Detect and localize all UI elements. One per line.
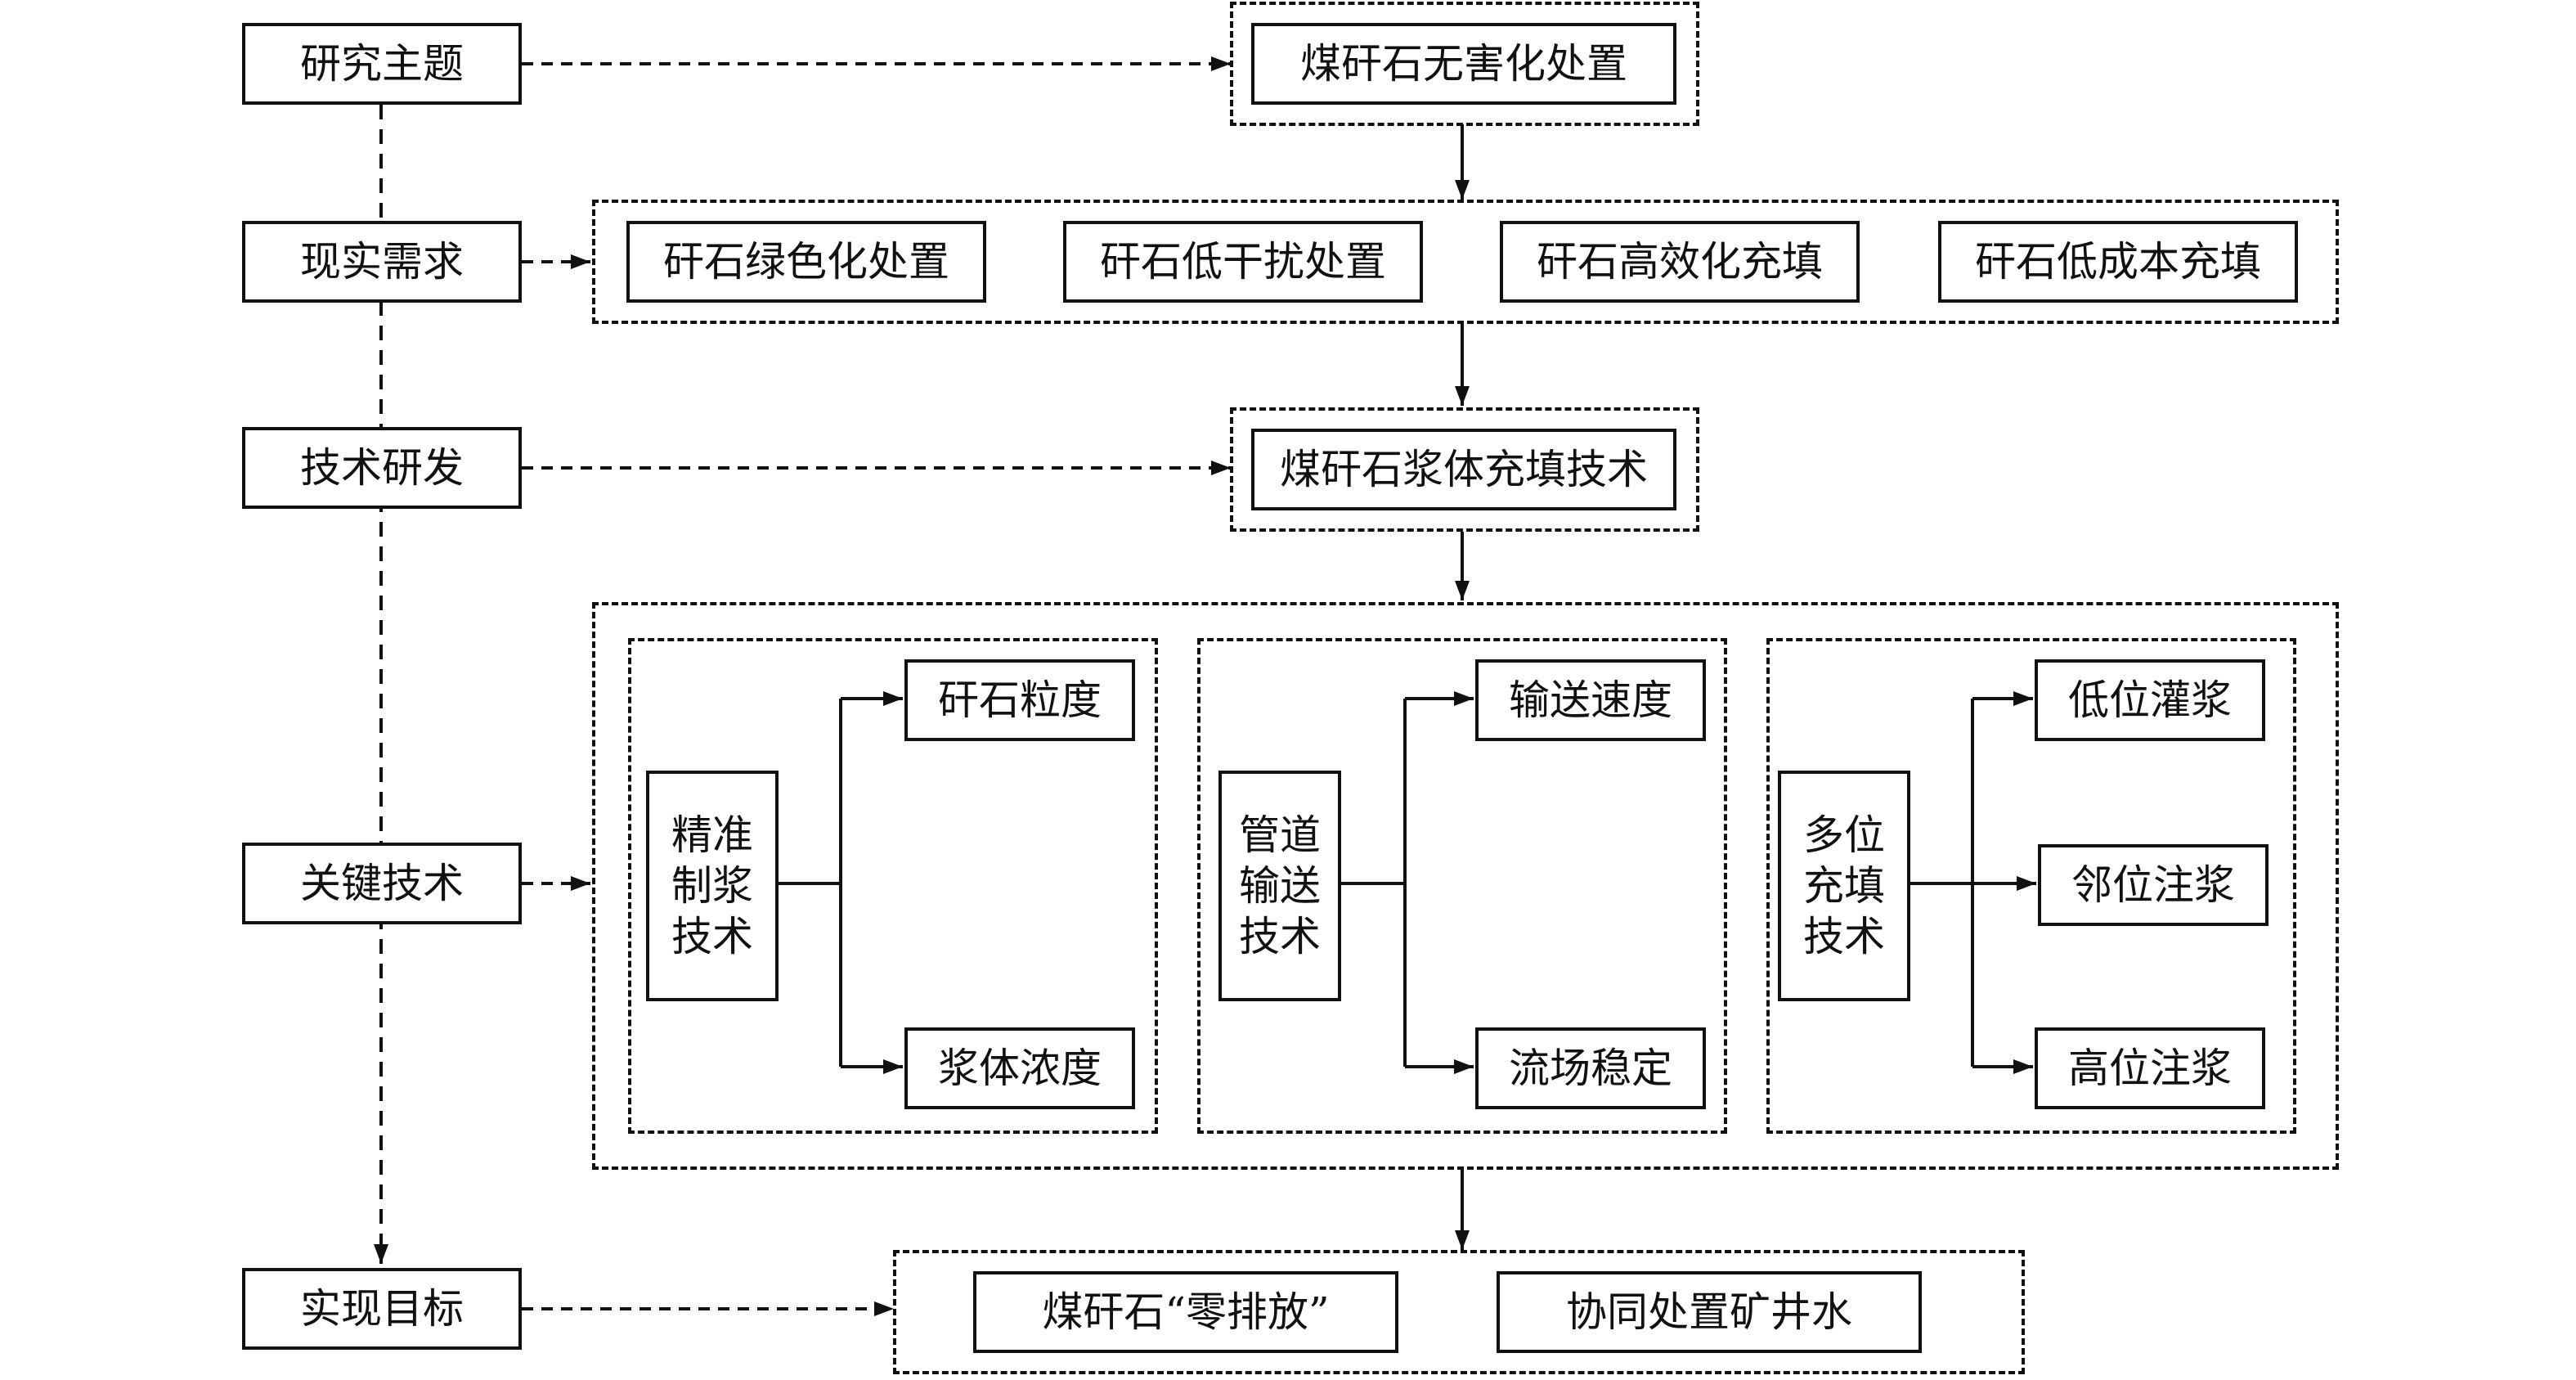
key-item-box: 输送速度 [1475, 659, 1706, 741]
goal-box: 协同处置矿井水 [1497, 1271, 1922, 1353]
topic-box: 煤矸石无害化处置 [1251, 23, 1676, 105]
demand-box: 矸石低干扰处置 [1063, 221, 1423, 303]
key-item-box: 邻位注浆 [2038, 844, 2269, 926]
key-subgroup-3 [1766, 638, 2296, 1134]
key-subgroup-1 [628, 638, 1158, 1134]
goals-group [893, 1250, 2025, 1374]
rd-group [1230, 407, 1699, 532]
label-goal: 实现目标 [242, 1268, 522, 1350]
demand-box: 矸石低成本充填 [1938, 221, 2298, 303]
label-demand: 现实需求 [242, 221, 522, 303]
key-tech-group [592, 602, 2339, 1170]
key-item-box: 低位灌浆 [2035, 659, 2265, 741]
key-main-box: 精准 制浆 技术 [646, 771, 779, 1001]
demand-box: 矸石绿色化处置 [626, 221, 986, 303]
key-item-box: 浆体浓度 [904, 1027, 1135, 1109]
key-item-box: 高位注浆 [2035, 1027, 2265, 1109]
label-key-tech: 关键技术 [242, 843, 522, 924]
demands-group [592, 200, 2339, 324]
key-item-box: 矸石粒度 [904, 659, 1135, 741]
goal-box: 煤矸石“零排放” [973, 1271, 1398, 1353]
rd-box: 煤矸石浆体充填技术 [1251, 429, 1676, 510]
key-subgroup-2 [1197, 638, 1727, 1134]
key-item-box: 流场稳定 [1475, 1027, 1706, 1109]
demand-box: 矸石高效化充填 [1500, 221, 1860, 303]
key-main-box: 多位 充填 技术 [1778, 771, 1910, 1001]
key-main-box: 管道 输送 技术 [1218, 771, 1341, 1001]
topic-group [1230, 2, 1699, 126]
label-topic: 研究主题 [242, 23, 522, 105]
label-rd: 技术研发 [242, 427, 522, 509]
